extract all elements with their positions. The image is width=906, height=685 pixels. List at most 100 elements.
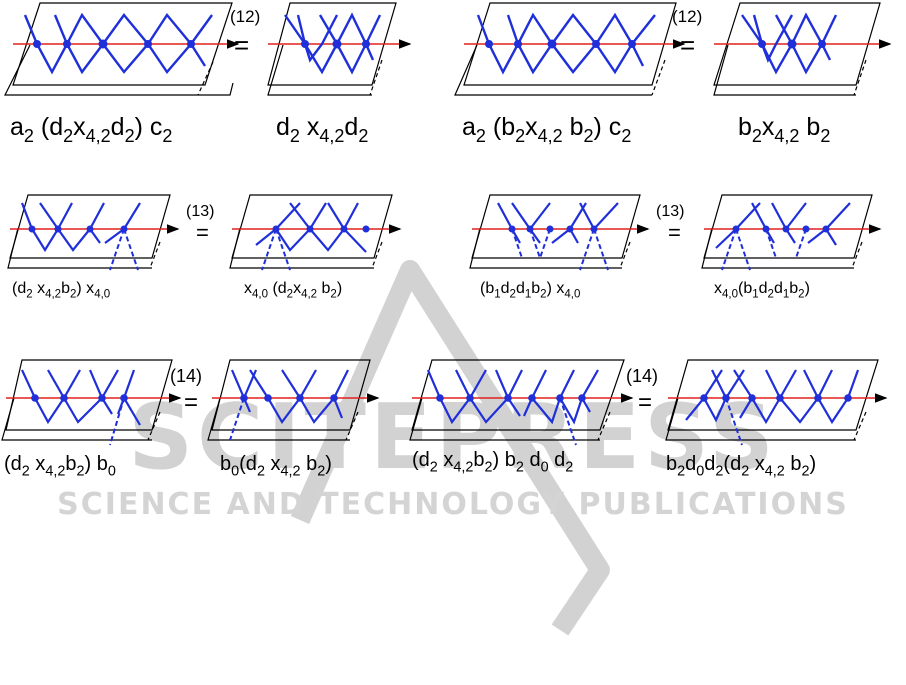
equals-sign: = [638, 389, 652, 416]
label-segment: 0 [696, 464, 704, 480]
label-segment: 2 [485, 460, 493, 476]
dashed-strands [512, 229, 608, 270]
label-segment: x [438, 449, 454, 471]
label-segment: ( [486, 113, 502, 141]
label-segment: d [501, 280, 510, 297]
equation-number: (12) [230, 7, 260, 26]
label-segment: 4,2 [774, 126, 799, 146]
label-segment: b [473, 449, 484, 471]
label-segment: (d [12, 280, 26, 297]
label-segment: d [111, 113, 125, 141]
label-segment: d [774, 280, 783, 297]
label-segment: d [549, 449, 566, 471]
equation-number: (12) [672, 7, 702, 26]
label-segment: b [317, 280, 330, 297]
equation-number: (13) [186, 203, 214, 220]
label-segment: x [749, 453, 765, 475]
label-segment: 2 [515, 126, 525, 146]
panel-label-r1c4: b2x4,2 b2 [738, 113, 830, 146]
label-segment: ) [805, 280, 810, 297]
label-segment: d [49, 113, 63, 141]
label-segment: 4,2 [281, 464, 301, 480]
panel-label-r2c1: (d2 x4,2b2) x4,0 [12, 280, 110, 301]
label-segment: ) c [135, 113, 163, 141]
label-segment: b [301, 453, 318, 475]
label-segment: 2 [317, 464, 325, 480]
label-segment: d [516, 280, 525, 297]
label-segment: (d [239, 453, 257, 475]
panel-r2c2 [230, 195, 400, 270]
label-segment: d [759, 280, 768, 297]
panel-label-r2c3: (b1d2d1b2) x4,0 [480, 280, 580, 301]
row-1: (12) = [5, 3, 890, 95]
label-segment: x [762, 113, 775, 141]
label-segment: b [563, 113, 584, 141]
label-segment: ) b [493, 449, 516, 471]
label-segment: 2 [125, 126, 135, 146]
label-segment: x [73, 113, 86, 141]
label-segment: b [531, 280, 540, 297]
label-segment: x [30, 453, 46, 475]
label-segment: d [524, 449, 541, 471]
label-segment: (d [412, 449, 430, 471]
label-segment: 2 [802, 464, 810, 480]
label-segment: 2 [715, 464, 723, 480]
label-segment: (d [723, 453, 741, 475]
label-segment: (d [4, 453, 22, 475]
label-segment: 2 [24, 126, 34, 146]
panel-label-r2c2: x4,0 (d2x4,2 b2) [244, 280, 342, 301]
equals-sign: = [668, 220, 681, 245]
label-segment: 4,2 [301, 289, 317, 301]
label-segment: x [265, 453, 281, 475]
label-segment: 2 [77, 464, 85, 480]
label-segment: ) [325, 453, 332, 475]
label-segment: 2 [290, 126, 300, 146]
label-segment: d [344, 113, 358, 141]
label-segment: 4,2 [45, 289, 61, 301]
label-segment: 2 [677, 464, 685, 480]
label-segment: b [61, 280, 70, 297]
watermark-tagline: SCIENCE AND TECHNOLOGY PUBLICATIONS [57, 487, 849, 522]
label-segment: ) b [85, 453, 108, 475]
panel-label-r1c2: d2 x4,2d2 [276, 113, 368, 146]
label-segment: 4,2 [45, 464, 65, 480]
label-segment: b [501, 113, 515, 141]
panel-r1c2 [268, 3, 410, 95]
label-segment: ) x [76, 280, 94, 297]
label-segment: d [704, 453, 715, 475]
equals-sign: = [196, 220, 209, 245]
label-segment: ) [810, 453, 817, 475]
label-segment: d [685, 453, 696, 475]
panel-r2c1 [8, 195, 178, 270]
label-segment: b [789, 280, 798, 297]
dashed-strands [262, 229, 290, 270]
label-segment: 2 [162, 126, 172, 146]
label-segment: x [300, 113, 320, 141]
label-segment: 2 [741, 464, 749, 480]
label-segment: (b [738, 280, 752, 297]
label-segment: b [65, 453, 76, 475]
label-segment: 2 [621, 126, 631, 146]
label-segment: 0 [541, 460, 549, 476]
strand-lines [498, 203, 618, 243]
panel-r2c4 [702, 195, 880, 270]
label-segment: 2 [820, 126, 830, 146]
strand-lines [716, 203, 850, 248]
equals-sign: = [680, 30, 695, 60]
panel-r1c4 [714, 3, 890, 95]
label-segment: (d [268, 280, 287, 297]
label-segment: b [738, 113, 752, 141]
surface-planes [455, 3, 676, 95]
equation-number: (14) [170, 366, 202, 386]
equation-number: (14) [626, 366, 658, 386]
label-segment: 4,2 [319, 126, 344, 146]
label-segment: ) x [547, 280, 565, 297]
panel-label-r3c1: (d2 x4,2b2) b0 [4, 453, 116, 480]
label-segment: 4,0 [94, 289, 110, 301]
label-segment: x [293, 280, 301, 297]
label-segment: a [10, 113, 24, 141]
label-segment: 0 [108, 464, 116, 480]
dashed-strands [722, 229, 806, 270]
label-segment: ) [337, 280, 342, 297]
label-segment: 2 [516, 460, 524, 476]
